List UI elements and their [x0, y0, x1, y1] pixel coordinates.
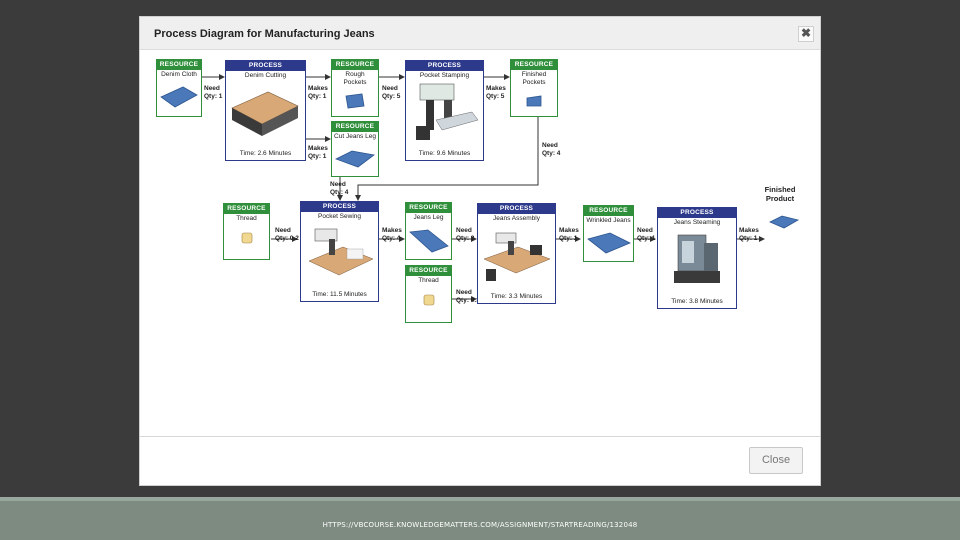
sewing-machine-icon	[308, 228, 374, 275]
process-name: Pocket Sewing	[318, 213, 361, 220]
resource-thread: RESOURCE Thread	[405, 265, 452, 323]
close-button[interactable]: Close	[749, 447, 803, 474]
process-header: PROCESS	[658, 208, 736, 218]
finished-pocket-icon	[526, 95, 542, 107]
resource-header: RESOURCE	[332, 60, 378, 70]
resource-name: Wrinkled Jeans	[586, 217, 631, 224]
process-header: PROCESS	[406, 61, 483, 71]
resource-finished-pockets: RESOURCE Finished Pockets	[510, 59, 558, 117]
resource-header: RESOURCE	[406, 266, 451, 276]
resource-name: Jeans Leg	[413, 214, 444, 221]
flow-arrows	[202, 74, 765, 302]
resource-denim-cloth: RESOURCE Denim Cloth	[156, 59, 202, 117]
process-time: Time: 9.6 Minutes	[418, 150, 471, 157]
process-jeans-steaming: PROCESS Jeans Steaming Time: 3.8 Minutes	[657, 207, 737, 309]
close-icon[interactable]: ✖	[798, 26, 814, 42]
resource-jeans-leg: RESOURCE Jeans Leg	[405, 202, 452, 260]
resource-wrinkled-jeans: RESOURCE Wrinkled Jeans	[583, 205, 634, 262]
rough-pocket-icon	[345, 93, 365, 109]
process-name: Denim Cutting	[244, 72, 287, 79]
assembly-station-icon	[483, 232, 551, 281]
footer-url: HTTPS://VBCOURSE.KNOWLEDGEMATTERS.COM/AS…	[322, 521, 638, 529]
slide-footer-bar: HTTPS://VBCOURSE.KNOWLEDGEMATTERS.COM/AS…	[0, 497, 960, 540]
process-name: Jeans Assembly	[493, 215, 540, 222]
resource-name: Cut Jeans Leg	[334, 133, 376, 140]
process-name: Jeans Steaming	[673, 219, 721, 226]
jeans-leg-icon	[409, 229, 449, 252]
thread-spool-icon	[423, 294, 435, 305]
stamping-machine-icon	[416, 83, 479, 140]
resource-name: Thread	[418, 277, 439, 284]
resource-header: RESOURCE	[224, 204, 269, 214]
resource-name: Thread	[236, 215, 257, 222]
process-header: PROCESS	[478, 204, 555, 214]
jeans-leg-icon	[334, 150, 375, 167]
cutting-table-icon	[231, 91, 299, 136]
resource-header: RESOURCE	[157, 60, 201, 70]
finished-jeans-icon	[769, 215, 800, 229]
process-time: Time: 2.6 Minutes	[239, 150, 292, 157]
finished-product-label: Finished Product	[764, 185, 796, 203]
process-denim-cutting: PROCESS Denim Cutting Time: 2.6 Minutes	[225, 60, 306, 161]
process-name: Pocket Stamping	[419, 72, 470, 79]
resource-cut-jeans-leg: RESOURCE Cut Jeans Leg	[331, 121, 379, 177]
process-header: PROCESS	[301, 202, 378, 212]
resource-header: RESOURCE	[584, 206, 633, 216]
process-time: Time: 3.8 Minutes	[671, 298, 723, 305]
process-header: PROCESS	[226, 61, 305, 71]
dialog-divider	[140, 436, 820, 437]
resource-thread: RESOURCE Thread	[223, 203, 270, 260]
resource-header: RESOURCE	[406, 203, 451, 213]
dialog-title: Process Diagram for Manufacturing Jeans	[154, 28, 375, 40]
denim-cloth-icon	[160, 86, 198, 107]
thread-spool-icon	[241, 232, 253, 243]
resource-rough-pockets: RESOURCE Rough Pockets	[331, 59, 379, 117]
resource-name: Denim Cloth	[161, 71, 197, 78]
steaming-machine-icon	[674, 234, 720, 283]
dialog-header: Process Diagram for Manufacturing Jeans …	[140, 17, 820, 50]
process-pocket-stamping: PROCESS Pocket Stamping Time: 9.6 Minute…	[405, 60, 484, 161]
process-time: Time: 11.5 Minutes	[312, 291, 367, 298]
process-time: Time: 3.3 Minutes	[490, 293, 543, 300]
resource-name: Rough Pockets	[343, 71, 367, 86]
resource-header: RESOURCE	[332, 122, 378, 132]
resource-name: Finished Pockets	[521, 71, 547, 86]
process-diagram-dialog: Process Diagram for Manufacturing Jeans …	[139, 16, 821, 486]
process-jeans-assembly: PROCESS Jeans Assembly Time: 3.3 Minutes	[477, 203, 556, 304]
process-pocket-sewing: PROCESS Pocket Sewing Time: 11.5 Minutes	[300, 201, 379, 302]
resource-header: RESOURCE	[511, 60, 557, 70]
wrinkled-jeans-icon	[587, 232, 631, 253]
